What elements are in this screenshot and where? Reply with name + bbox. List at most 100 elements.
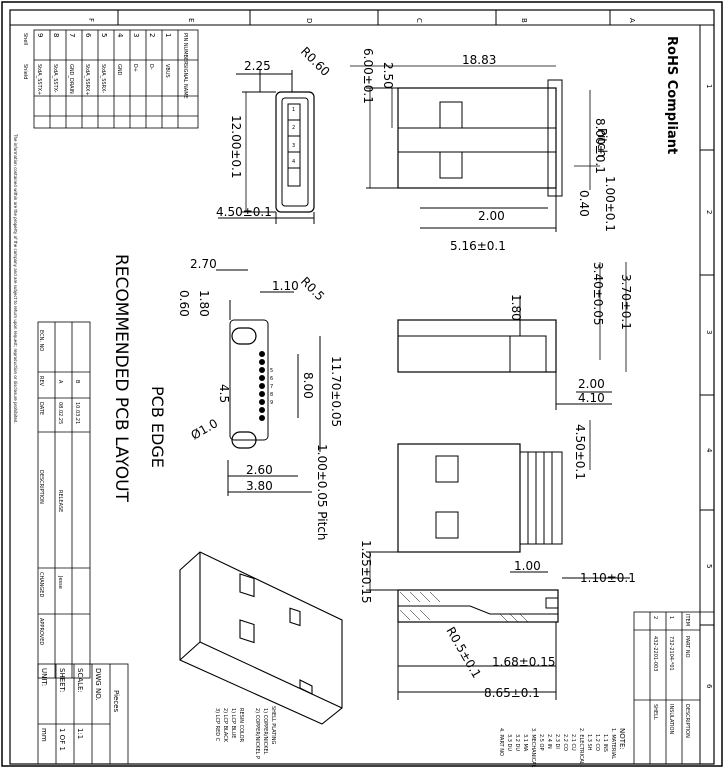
zone-5: 5 [705, 564, 713, 568]
svg-text:432-2201-003: 432-2201-003 [652, 636, 658, 671]
zone-4: 4 [705, 448, 713, 453]
svg-text:PART NO: PART NO [684, 636, 690, 658]
svg-text:REV: REV [38, 376, 44, 387]
svg-text:1.3 SH: 1.3 SH [586, 734, 592, 751]
svg-text:08.02.25: 08.02.25 [57, 402, 63, 424]
svg-text:10.03.21: 10.03.21 [74, 402, 80, 424]
svg-text:RELEASE: RELEASE [57, 490, 63, 512]
zone-f: F [87, 18, 95, 22]
side-view-top [350, 65, 600, 232]
svg-text:9: 9 [36, 33, 44, 37]
front-view [218, 70, 315, 224]
svg-text:1:1: 1:1 [76, 728, 84, 739]
zone-3: 3 [705, 330, 713, 334]
dim-5-16: 5.16±0.1 [450, 239, 506, 253]
svg-text:mm: mm [40, 728, 48, 742]
svg-text:APPROVED: APPROVED [38, 618, 44, 645]
dim-r05: R0.5 [298, 274, 327, 303]
svg-text:3. MECHANICAL: 3. MECHANICAL [530, 728, 536, 768]
svg-text:SIGNAL NAME: SIGNAL NAME [182, 64, 188, 99]
dim-r05b: R0.5±0.1 [443, 625, 483, 681]
dim-2-50: 2.50 [381, 62, 395, 89]
zone-d: D [305, 18, 313, 23]
zone-b: B [520, 18, 528, 23]
revision-text: ECN. NO REV DATE DESCRIPTION CHANGED APP… [38, 330, 80, 645]
svg-text:9: 9 [270, 400, 273, 406]
svg-text:Pieces: Pieces [112, 690, 120, 712]
dim-d1-0: Ø1.0 [189, 416, 221, 442]
svg-text:UNIT:: UNIT: [40, 668, 48, 686]
zone-6: 6 [705, 684, 713, 689]
zone-a: A [628, 18, 636, 23]
svg-text:1) LCP BLUE: 1) LCP BLUE [230, 708, 236, 738]
dim-1-10b: 1.10±0.1 [580, 571, 636, 585]
svg-text:2: 2 [148, 33, 156, 37]
dim-pitch: Pitch [595, 128, 609, 157]
pin-table-text: PIN NUMBER SIGNAL NAME 1 VBUS 2 D- 3 D+ … [22, 33, 188, 99]
svg-text:SHEET:: SHEET: [58, 668, 66, 692]
svg-text:Shield: Shield [22, 64, 28, 79]
pcb-layout [216, 269, 321, 496]
svg-text:8: 8 [52, 33, 60, 37]
svg-text:2. ELECTRICAL: 2. ELECTRICAL [578, 728, 584, 765]
confidential-note: The information contained within are the… [13, 133, 18, 424]
svg-text:1. MATERIAL: 1. MATERIAL [610, 728, 616, 759]
dim-1-25: 1.25±0.15 [359, 540, 373, 604]
svg-text:5: 5 [270, 368, 273, 374]
zone-e: E [187, 18, 195, 22]
zone-labels-side: 1 2 3 4 5 6 [705, 84, 713, 689]
svg-text:1: 1 [292, 107, 295, 113]
dim-3-80: 3.80 [246, 479, 273, 493]
dim-2-25: 2.25 [244, 59, 271, 73]
svg-text:DESCRIPTION: DESCRIPTION [38, 470, 44, 504]
dim-2-00a: 2.00 [478, 209, 505, 223]
side-view-mid [397, 262, 627, 410]
dim-2-00b: 2.00 [578, 377, 605, 391]
svg-text:2.5 OP: 2.5 OP [538, 734, 544, 751]
dim-4-50b: 4.50±0.1 [573, 424, 587, 480]
svg-text:PIN NUMBER: PIN NUMBER [182, 33, 188, 65]
svg-text:DESCRIPTION: DESCRIPTION [684, 704, 690, 738]
svg-text:ITEM: ITEM [684, 614, 690, 626]
zone-2: 2 [705, 210, 713, 214]
svg-text:SCALE:: SCALE: [76, 668, 84, 693]
svg-text:D-: D- [148, 64, 154, 70]
svg-text:NOTE:: NOTE: [618, 728, 626, 750]
svg-text:DWG NO.: DWG NO. [94, 668, 102, 701]
svg-text:8: 8 [270, 392, 273, 398]
pin-table [33, 29, 199, 129]
svg-text:ECN. NO: ECN. NO [38, 330, 44, 351]
svg-text:4: 4 [292, 159, 295, 165]
dim-8-00b: 8.00 [301, 372, 315, 399]
pin-numbers-front: 1 2 3 4 [292, 107, 295, 165]
zone-1: 1 [705, 84, 713, 88]
svg-text:7: 7 [270, 384, 273, 390]
svg-text:2: 2 [652, 616, 658, 619]
plating-notes: SHELL PLATING 1) COPPER/NICKEL 2) COPPER… [214, 706, 276, 759]
dim-2-60: 2.60 [246, 463, 273, 477]
dim-3-70: 3.70±0.1 [619, 274, 633, 330]
svg-text:B: B [74, 380, 80, 384]
svg-text:2) LCP BLACK: 2) LCP BLACK [222, 708, 228, 743]
pcb-edge-label: PCB EDGE [148, 386, 167, 468]
notes: NOTE: 1. MATERIAL 1.1 INS 1.2 CO 1.3 SH … [498, 728, 626, 768]
svg-text:Jesse: Jesse [57, 575, 63, 589]
title-block [37, 611, 715, 765]
svg-text:732-2104-*01: 732-2104-*01 [668, 636, 674, 671]
dim-1-10: 1.10 [272, 279, 299, 293]
svg-text:A: A [57, 380, 63, 384]
dim-1-80a: 1.80 [197, 290, 211, 317]
title-block-text: UNIT: mm SHEET: 1 OF 1 SCALE: 1:1 DWG NO… [40, 614, 690, 751]
svg-text:2.1 CU: 2.1 CU [570, 734, 576, 751]
dim-11-70: 11.70±0.05 [329, 356, 343, 427]
dim-1-00: 1.00 [514, 559, 541, 573]
dim-12-00: 12.00±0.1 [229, 115, 243, 179]
dim-4-5: 4.5 [217, 384, 231, 403]
dim-4-50a: 4.50±0.1 [216, 205, 272, 219]
section-view [397, 589, 559, 700]
pad-numbers: 5 6 7 8 9 [270, 368, 273, 406]
dim-8-00: 8.00±0.1 [593, 118, 607, 174]
dim-1-68: 1.68±0.15 [492, 655, 556, 669]
svg-text:3.3 DU: 3.3 DU [506, 734, 512, 751]
svg-text:SHELL: SHELL [652, 704, 658, 720]
